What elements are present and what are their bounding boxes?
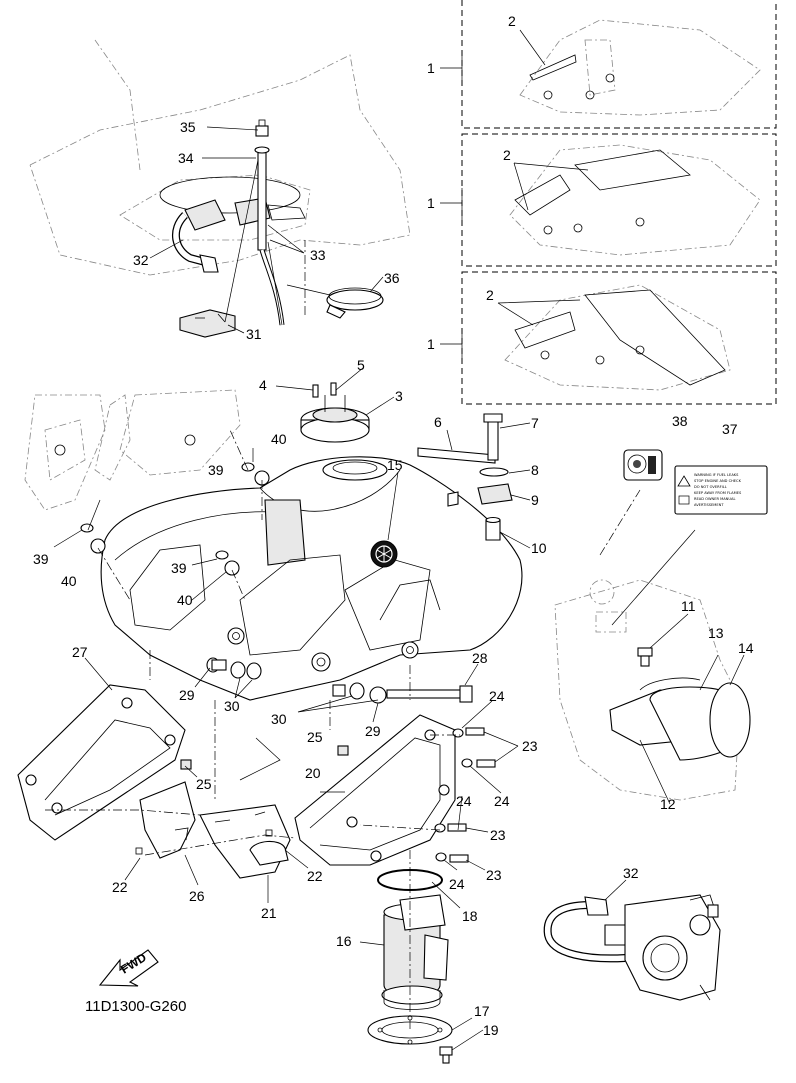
- clamp-36: [326, 287, 384, 319]
- label-24: 24: [489, 688, 505, 704]
- label-2: 2: [503, 147, 511, 163]
- label-30: 30: [224, 698, 240, 714]
- label-40: 40: [271, 431, 287, 447]
- label-39: 39: [33, 551, 49, 567]
- label-36: 36: [384, 270, 400, 286]
- label-19: 19: [483, 1022, 499, 1038]
- fuel-cap-3: [300, 382, 370, 443]
- bracket-6-parts: [417, 413, 513, 541]
- label-8: 8: [531, 462, 539, 478]
- bolt-19: [439, 1046, 453, 1064]
- label-5: 5: [357, 357, 365, 373]
- label-14: 14: [738, 640, 754, 656]
- label-7: 7: [531, 415, 539, 431]
- label-2: 2: [486, 287, 494, 303]
- label-23: 23: [522, 738, 538, 754]
- label-25: 25: [307, 729, 323, 745]
- label-27: 27: [72, 644, 88, 660]
- label-1: 1: [427, 60, 435, 76]
- part-labels: 1 1 1 2 2 2 3 4 5 6 7 8 9 10 11 12 13 14…: [33, 13, 754, 1038]
- label-10: 10: [531, 540, 547, 556]
- label-25: 25: [196, 776, 212, 792]
- label-37: 37: [722, 421, 738, 437]
- label-6: 6: [434, 414, 442, 430]
- svg-text:WARNING IF FUEL LEAKS: WARNING IF FUEL LEAKS: [694, 473, 739, 477]
- label-17: 17: [474, 1003, 490, 1019]
- svg-text:KEEP AWAY FROM FLAMES: KEEP AWAY FROM FLAMES: [694, 491, 742, 495]
- diagram-code: 11D1300-G260: [85, 998, 186, 1015]
- label-33: 33: [310, 247, 326, 263]
- side-cover-27: [17, 684, 186, 841]
- label-31: 31: [246, 326, 262, 342]
- label-22: 22: [112, 879, 128, 895]
- label-30: 30: [271, 711, 287, 727]
- label-15: 15: [387, 457, 403, 473]
- label-12: 12: [660, 796, 676, 812]
- reference-lines: [45, 29, 745, 1051]
- label-39: 39: [171, 560, 187, 576]
- label-26: 26: [189, 888, 205, 904]
- fuel-pump-16: [381, 894, 449, 1010]
- vent-hose-33: [254, 119, 285, 326]
- bracket-31: [179, 309, 236, 338]
- upper-frame-ghost: [29, 39, 411, 276]
- label-38: 38: [672, 413, 688, 429]
- label-11: 11: [681, 598, 696, 614]
- fuel-label-38: [623, 449, 663, 481]
- svg-text:AVERTISSEMENT: AVERTISSEMENT: [694, 503, 724, 507]
- rear-frame-ghost: [554, 579, 741, 801]
- fwd-arrow-icon: [98, 949, 159, 987]
- label-29: 29: [365, 723, 381, 739]
- label-35: 35: [180, 119, 196, 135]
- warning-label-37: WARNING IF FUEL LEAKS STOP ENGINE AND CH…: [674, 465, 768, 515]
- label-24: 24: [449, 876, 465, 892]
- label-40: 40: [61, 573, 77, 589]
- label-29: 29: [179, 687, 195, 703]
- label-9: 9: [531, 492, 539, 508]
- bracket-26: [139, 781, 196, 859]
- label-1: 1: [427, 195, 435, 211]
- label-34: 34: [178, 150, 194, 166]
- svg-text:READ OWNER MANUAL: READ OWNER MANUAL: [694, 497, 735, 501]
- side-cover-20: [294, 714, 456, 866]
- variant-box-3: [461, 271, 777, 405]
- label-20: 20: [305, 765, 321, 781]
- fuel-tank: [100, 456, 523, 701]
- label-1: 1: [427, 336, 435, 352]
- side-cover-ghosts: [24, 389, 241, 511]
- label-22: 22: [307, 868, 323, 884]
- variant-box-2: [461, 133, 777, 267]
- throttle-body-assembly: [543, 894, 721, 1001]
- label-24: 24: [494, 793, 510, 809]
- label-18: 18: [462, 908, 478, 924]
- svg-text:STOP ENGINE AND CHECK: STOP ENGINE AND CHECK: [694, 479, 742, 483]
- label-13: 13: [708, 625, 724, 641]
- label-2: 2: [508, 13, 516, 29]
- label-32: 32: [623, 865, 639, 881]
- bolt-11: [637, 647, 653, 667]
- label-24: 24: [456, 793, 472, 809]
- label-32: 32: [133, 252, 149, 268]
- svg-text:DO NOT OVERFILL: DO NOT OVERFILL: [694, 485, 727, 489]
- label-39: 39: [208, 462, 224, 478]
- battery-box-12-13-14: [609, 677, 751, 761]
- stickers-25: [180, 745, 349, 770]
- fuel-hose-32-upper: [172, 212, 219, 273]
- label-40: 40: [177, 592, 193, 608]
- label-21: 21: [261, 905, 277, 921]
- label-28: 28: [472, 650, 488, 666]
- grommets-39-40: [80, 462, 270, 576]
- label-3: 3: [395, 388, 403, 404]
- label-16: 16: [336, 933, 352, 949]
- emblem-15: [370, 540, 398, 568]
- label-23: 23: [490, 827, 506, 843]
- label-4: 4: [259, 377, 267, 393]
- bracket-21: [199, 804, 291, 879]
- label-23: 23: [486, 867, 502, 883]
